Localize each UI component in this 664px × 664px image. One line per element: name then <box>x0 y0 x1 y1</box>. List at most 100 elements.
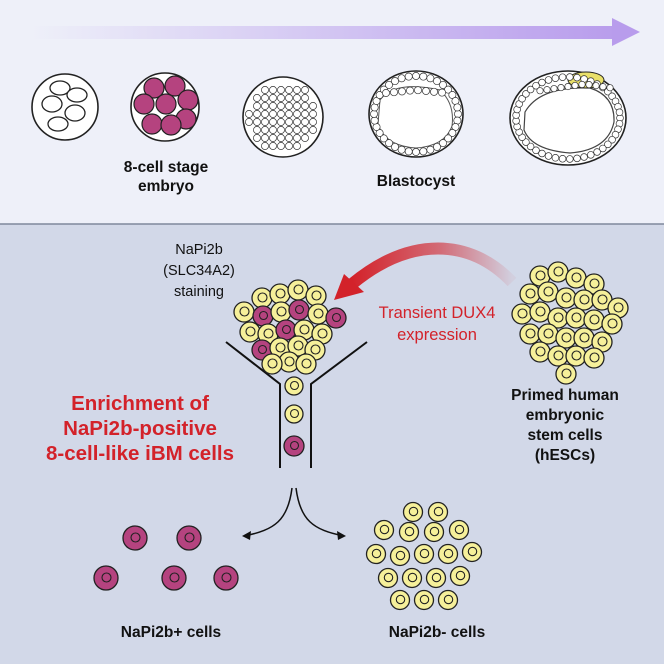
embryo-cell <box>370 116 379 125</box>
embryo-cell <box>269 86 277 94</box>
cell-nucleus <box>169 572 180 583</box>
cell-nucleus <box>525 288 536 299</box>
split-arrows <box>242 487 346 540</box>
cell-nucleus <box>313 308 324 319</box>
embryo-cell <box>551 154 560 162</box>
staining-label-line1: NaPi2b <box>175 242 223 258</box>
embryo-cell <box>412 72 420 80</box>
embryo-cell <box>573 73 581 82</box>
cell-nucleus <box>317 328 328 339</box>
cell-nucleus <box>407 572 418 583</box>
cell-nucleus <box>517 308 528 319</box>
embryo-cell <box>261 86 269 94</box>
embryo-cell <box>301 86 309 94</box>
enrichment-label-line3: 8-cell-like iBM cells <box>46 442 234 465</box>
embryo-cell <box>245 118 253 126</box>
embryo-cell <box>261 126 269 134</box>
embryo-cell <box>426 145 435 154</box>
embryo-cell <box>438 88 446 97</box>
embryo-cell <box>391 77 399 86</box>
embryo-cell <box>606 84 614 92</box>
embryo-cell <box>293 142 301 150</box>
embryo-cell <box>538 78 546 87</box>
embryo-cell <box>285 110 293 118</box>
embryo-cell <box>293 86 301 94</box>
cell-nucleus <box>579 332 590 343</box>
embryo-cell <box>379 134 388 143</box>
cell-nucleus <box>597 294 608 305</box>
cell-nucleus <box>561 332 572 343</box>
embryo-cell <box>269 118 277 126</box>
embryo-cell <box>285 126 293 134</box>
embryo-cell <box>277 102 285 110</box>
embryo-cell <box>414 86 422 95</box>
cell-nucleus <box>543 286 554 297</box>
embryo-cell <box>285 102 293 110</box>
embryo-cell <box>397 145 406 154</box>
cell-nucleus <box>571 350 582 361</box>
cell-nucleus <box>258 310 269 321</box>
embryo-cell <box>301 94 309 102</box>
cell-nucleus <box>299 324 310 335</box>
stained-cell-cluster <box>233 279 347 375</box>
embryo-cell <box>309 126 317 134</box>
embryo-cell <box>391 142 399 151</box>
cell-nucleus <box>571 272 582 283</box>
embryo-cell <box>522 138 530 146</box>
embryo-cell <box>558 155 567 163</box>
embryo-cell <box>253 134 261 142</box>
embryo-cell <box>551 74 560 82</box>
eight-cell-embryo-icon <box>130 72 200 142</box>
embryo-cell <box>301 134 309 142</box>
embryo-cell <box>277 126 285 134</box>
cell-nucleus <box>245 326 256 337</box>
napi2b-negative-cells <box>365 501 483 611</box>
embryo-cell <box>444 134 453 143</box>
cell-nucleus <box>276 306 287 317</box>
embryo-cell <box>309 102 317 110</box>
embryo-cell <box>448 129 457 137</box>
embryo-cell <box>599 144 607 153</box>
embryo-cell <box>518 95 526 103</box>
embryo-cell <box>608 135 616 144</box>
embryo-cell <box>382 89 390 97</box>
cell-nucleus <box>571 312 582 323</box>
embryo-cell <box>269 110 277 118</box>
dux4-arrow <box>334 242 517 300</box>
embryo-cell <box>285 118 293 126</box>
cell-nucleus <box>395 550 406 561</box>
embryo-cell <box>370 110 378 118</box>
negative-cells-label: NaPi2b- cells <box>389 624 486 641</box>
embryo-cell <box>430 87 438 96</box>
cell-nucleus <box>395 594 406 605</box>
embryo-cell <box>578 80 586 89</box>
embryo-cell <box>544 76 553 84</box>
embryo-cell <box>390 88 398 97</box>
embryo-cell <box>522 90 530 98</box>
embryo-cell <box>557 84 565 92</box>
embryo-cell <box>526 85 535 94</box>
embryo-cell <box>585 81 593 89</box>
cell-nucleus <box>184 532 195 543</box>
cell-nucleus <box>613 302 624 313</box>
cell-nucleus <box>331 312 342 323</box>
embryo-cell <box>422 87 430 95</box>
cell-nucleus <box>289 408 300 419</box>
embryo-cell <box>544 152 553 160</box>
staining-label-line2: (SLC34A2) <box>163 263 235 279</box>
embryo-cell <box>277 134 285 142</box>
embryo-cell <box>261 142 269 150</box>
embryo-cell <box>592 82 600 90</box>
cell-nucleus <box>289 440 300 451</box>
late-blastocyst-icon <box>509 70 627 166</box>
cell-nucleus <box>289 380 300 391</box>
cell-nucleus <box>455 570 466 581</box>
embryo-cell <box>253 110 261 118</box>
dux4-label-line1: Transient DUX4 <box>379 304 496 322</box>
embryo-cell <box>573 154 581 163</box>
embryo-cell <box>277 94 285 102</box>
cell-nucleus <box>467 546 478 557</box>
cell-nucleus <box>597 336 608 347</box>
